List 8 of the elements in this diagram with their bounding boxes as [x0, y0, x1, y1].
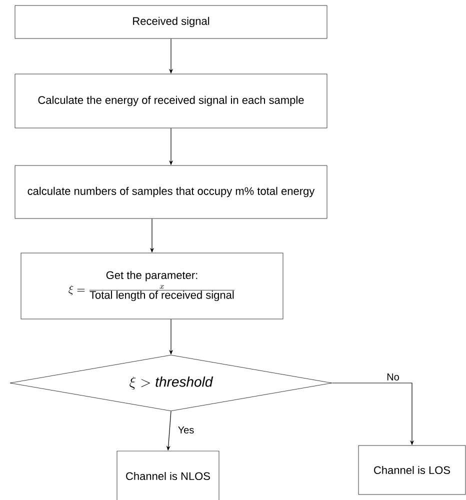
- process-box: Calculate the energy of received signal in each sample: [14, 74, 328, 128]
- process-box: Channel is LOS: [358, 445, 466, 495]
- process-box: Get the parameter: $\xi = \frac{x}{\mbox{Total length of received signal}}$: [20, 252, 284, 320]
- edge-label: Yes: [176, 426, 196, 434]
- process-box: Channel is NLOS: [116, 450, 220, 500]
- edge-label: No: [386, 372, 400, 382]
- process-box: Received signal: [14, 5, 328, 39]
- process-box: calculate numbers of samples that occupy m% total energy: [14, 165, 328, 219]
